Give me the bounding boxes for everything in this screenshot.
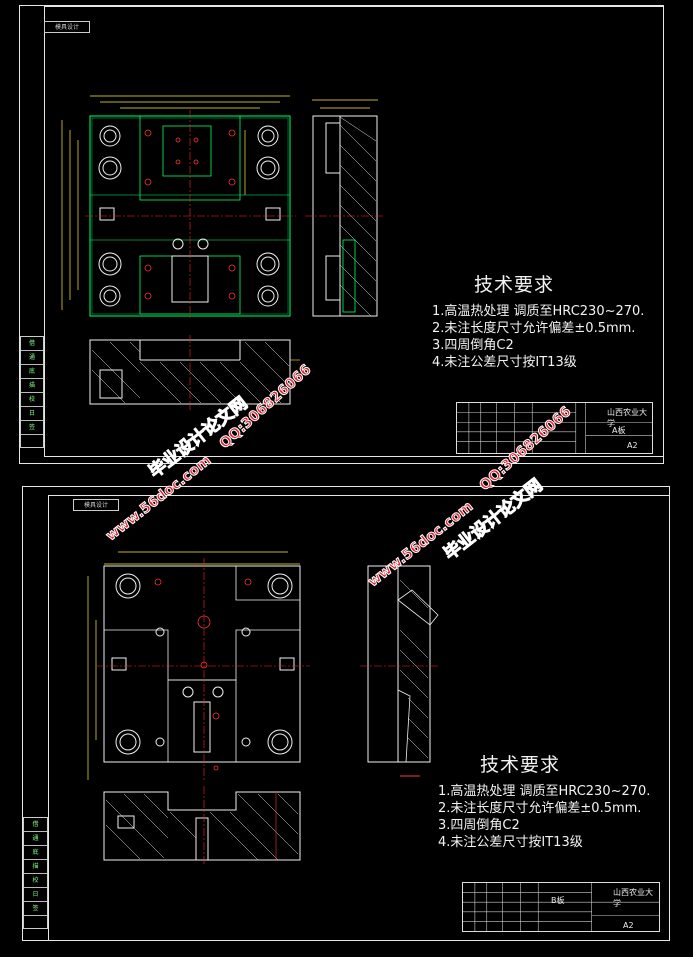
drawing-sheet-2: 模具设计 借 通 底 描 校 日 签 xyxy=(22,486,670,941)
sheet-2-part-name: B板 xyxy=(551,896,565,905)
sheet-2-tech-requirements: 技术要求 1.高温热处理 调质至HRC230~270. 2.未注长度尺寸允许偏差… xyxy=(438,750,650,851)
sheet-2-b-plate-drawing xyxy=(87,551,440,866)
sheet-1-tech-line-2: 2.未注长度尺寸允许偏差±0.5mm. xyxy=(432,321,636,336)
sheet-2-sheet-size: A2 xyxy=(623,921,634,930)
sheet-1-school-name: 山西农业大学 xyxy=(607,408,647,428)
sheet-2-tech-title: 技术要求 xyxy=(480,754,561,776)
sheet-2-school-name: 山西农业大学 xyxy=(613,888,653,908)
sheet-1-tech-line-4: 4.未注公差尺寸按IT13级 xyxy=(432,355,577,370)
sheet-1-sheet-size: A2 xyxy=(627,441,638,450)
sheet-1-corner-tag: 模具设计 xyxy=(44,21,90,33)
sheet-2-tech-line-3: 3.四周倒角C2 xyxy=(438,818,520,833)
sheet-2-corner-tag: 模具设计 xyxy=(73,499,119,511)
sheet-1-title-block: 山西农业大学 A板 A2 xyxy=(456,402,653,454)
sheet-1-part-name: A板 xyxy=(612,426,626,435)
sheet-1-revision-column: 借 通 底 描 校 日 签 xyxy=(20,336,44,448)
sheet-1-inner-frame xyxy=(44,6,664,457)
sheet-2-inner-frame xyxy=(48,495,670,941)
sheet-1-tech-line-1: 1.高温热处理 调质至HRC230~270. xyxy=(432,304,645,319)
sheet-1-tech-requirements: 技术要求 1.高温热处理 调质至HRC230~270. 2.未注长度尺寸允许偏差… xyxy=(432,270,644,371)
drawing-sheet-1: 模具设计 借 通 底 描 校 日 签 xyxy=(19,5,664,464)
sheet-2-title-block: 山西农业大学 B板 A2 xyxy=(462,882,660,932)
sheet-1-tech-line-3: 3.四周倒角C2 xyxy=(432,338,514,353)
sheet-1-a-plate-drawing xyxy=(61,95,385,410)
sheet-2-tech-line-1: 1.高温热处理 调质至HRC230~270. xyxy=(438,784,651,799)
sheet-2-tech-line-4: 4.未注公差尺寸按IT13级 xyxy=(438,835,583,850)
sheet-1-tech-title: 技术要求 xyxy=(474,274,555,296)
sheet-2-revision-column: 借 通 底 描 校 日 签 xyxy=(23,817,48,929)
sheet-2-tech-line-2: 2.未注长度尺寸允许偏差±0.5mm. xyxy=(438,801,642,816)
